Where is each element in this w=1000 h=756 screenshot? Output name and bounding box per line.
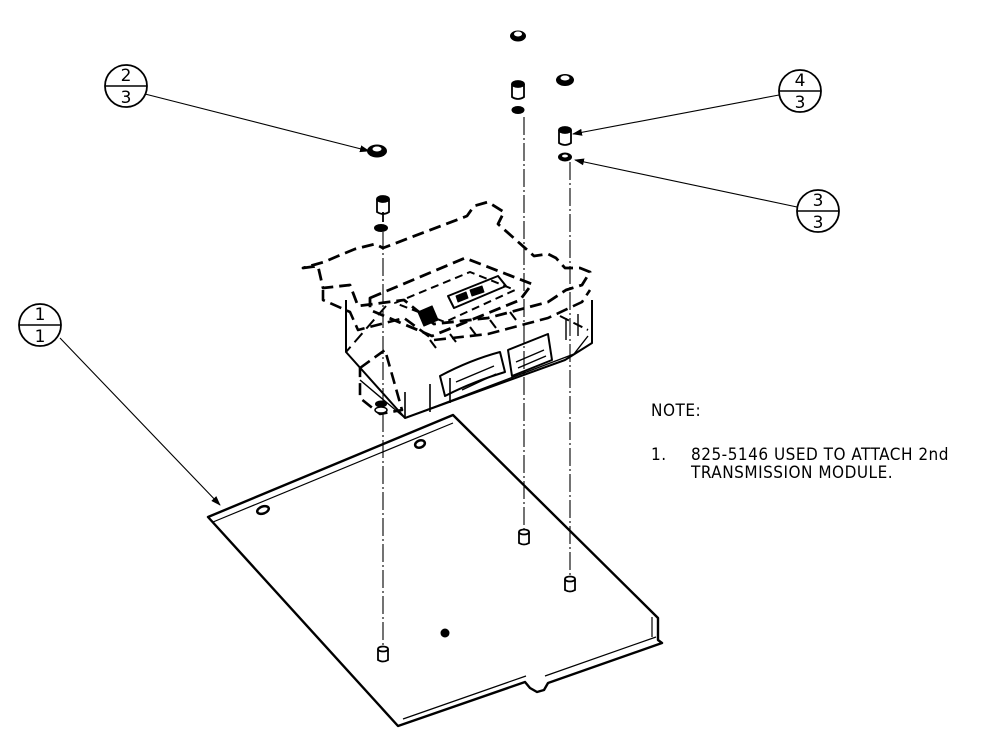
note-item-line-2: TRANSMISSION MODULE. — [691, 463, 894, 483]
module-washer-middle — [511, 106, 525, 114]
module-nut-top — [510, 30, 526, 42]
plate-nut-left — [377, 645, 389, 663]
callout-quantity: 3 — [121, 88, 132, 108]
callout-quantity: 3 — [813, 213, 824, 233]
module-washer-stack-left — [374, 400, 388, 414]
plate-nut-right — [564, 575, 576, 593]
callout-balloon-item-2: 2 3 — [104, 64, 148, 108]
module-bolt-middle — [511, 80, 525, 100]
plate-nut-middle — [518, 528, 530, 546]
module-nut-right — [556, 74, 574, 86]
note-heading: NOTE: — [651, 401, 702, 421]
callout-item-number: 3 — [813, 191, 824, 211]
leader-lines — [59, 93, 798, 506]
module-bolt-left — [376, 195, 390, 222]
mounting-plate — [206, 413, 664, 728]
callout-quantity: 3 — [795, 93, 806, 113]
callout-item-number: 2 — [121, 66, 132, 86]
callout-balloon-item-1: 1 1 — [18, 303, 62, 347]
module-washer-left — [374, 224, 388, 232]
plate-slot-left — [255, 504, 271, 516]
plate-slot-top — [413, 439, 427, 449]
module-washer-right — [558, 152, 572, 162]
callout-balloon-item-3: 3 3 — [796, 189, 840, 233]
callout-balloon-item-4: 4 3 — [778, 69, 822, 113]
callout-item-number: 1 — [35, 305, 46, 325]
module-bolt-right — [558, 126, 572, 146]
module-washer-callout-2 — [367, 144, 387, 158]
note-item-line-1: 825-5146 USED TO ATTACH 2nd — [691, 445, 949, 465]
callout-item-number: 4 — [795, 71, 806, 91]
transmission-module — [301, 200, 593, 419]
note-item-number: 1. — [651, 445, 667, 465]
plate-hole — [440, 628, 450, 638]
callout-quantity: 1 — [35, 327, 46, 347]
